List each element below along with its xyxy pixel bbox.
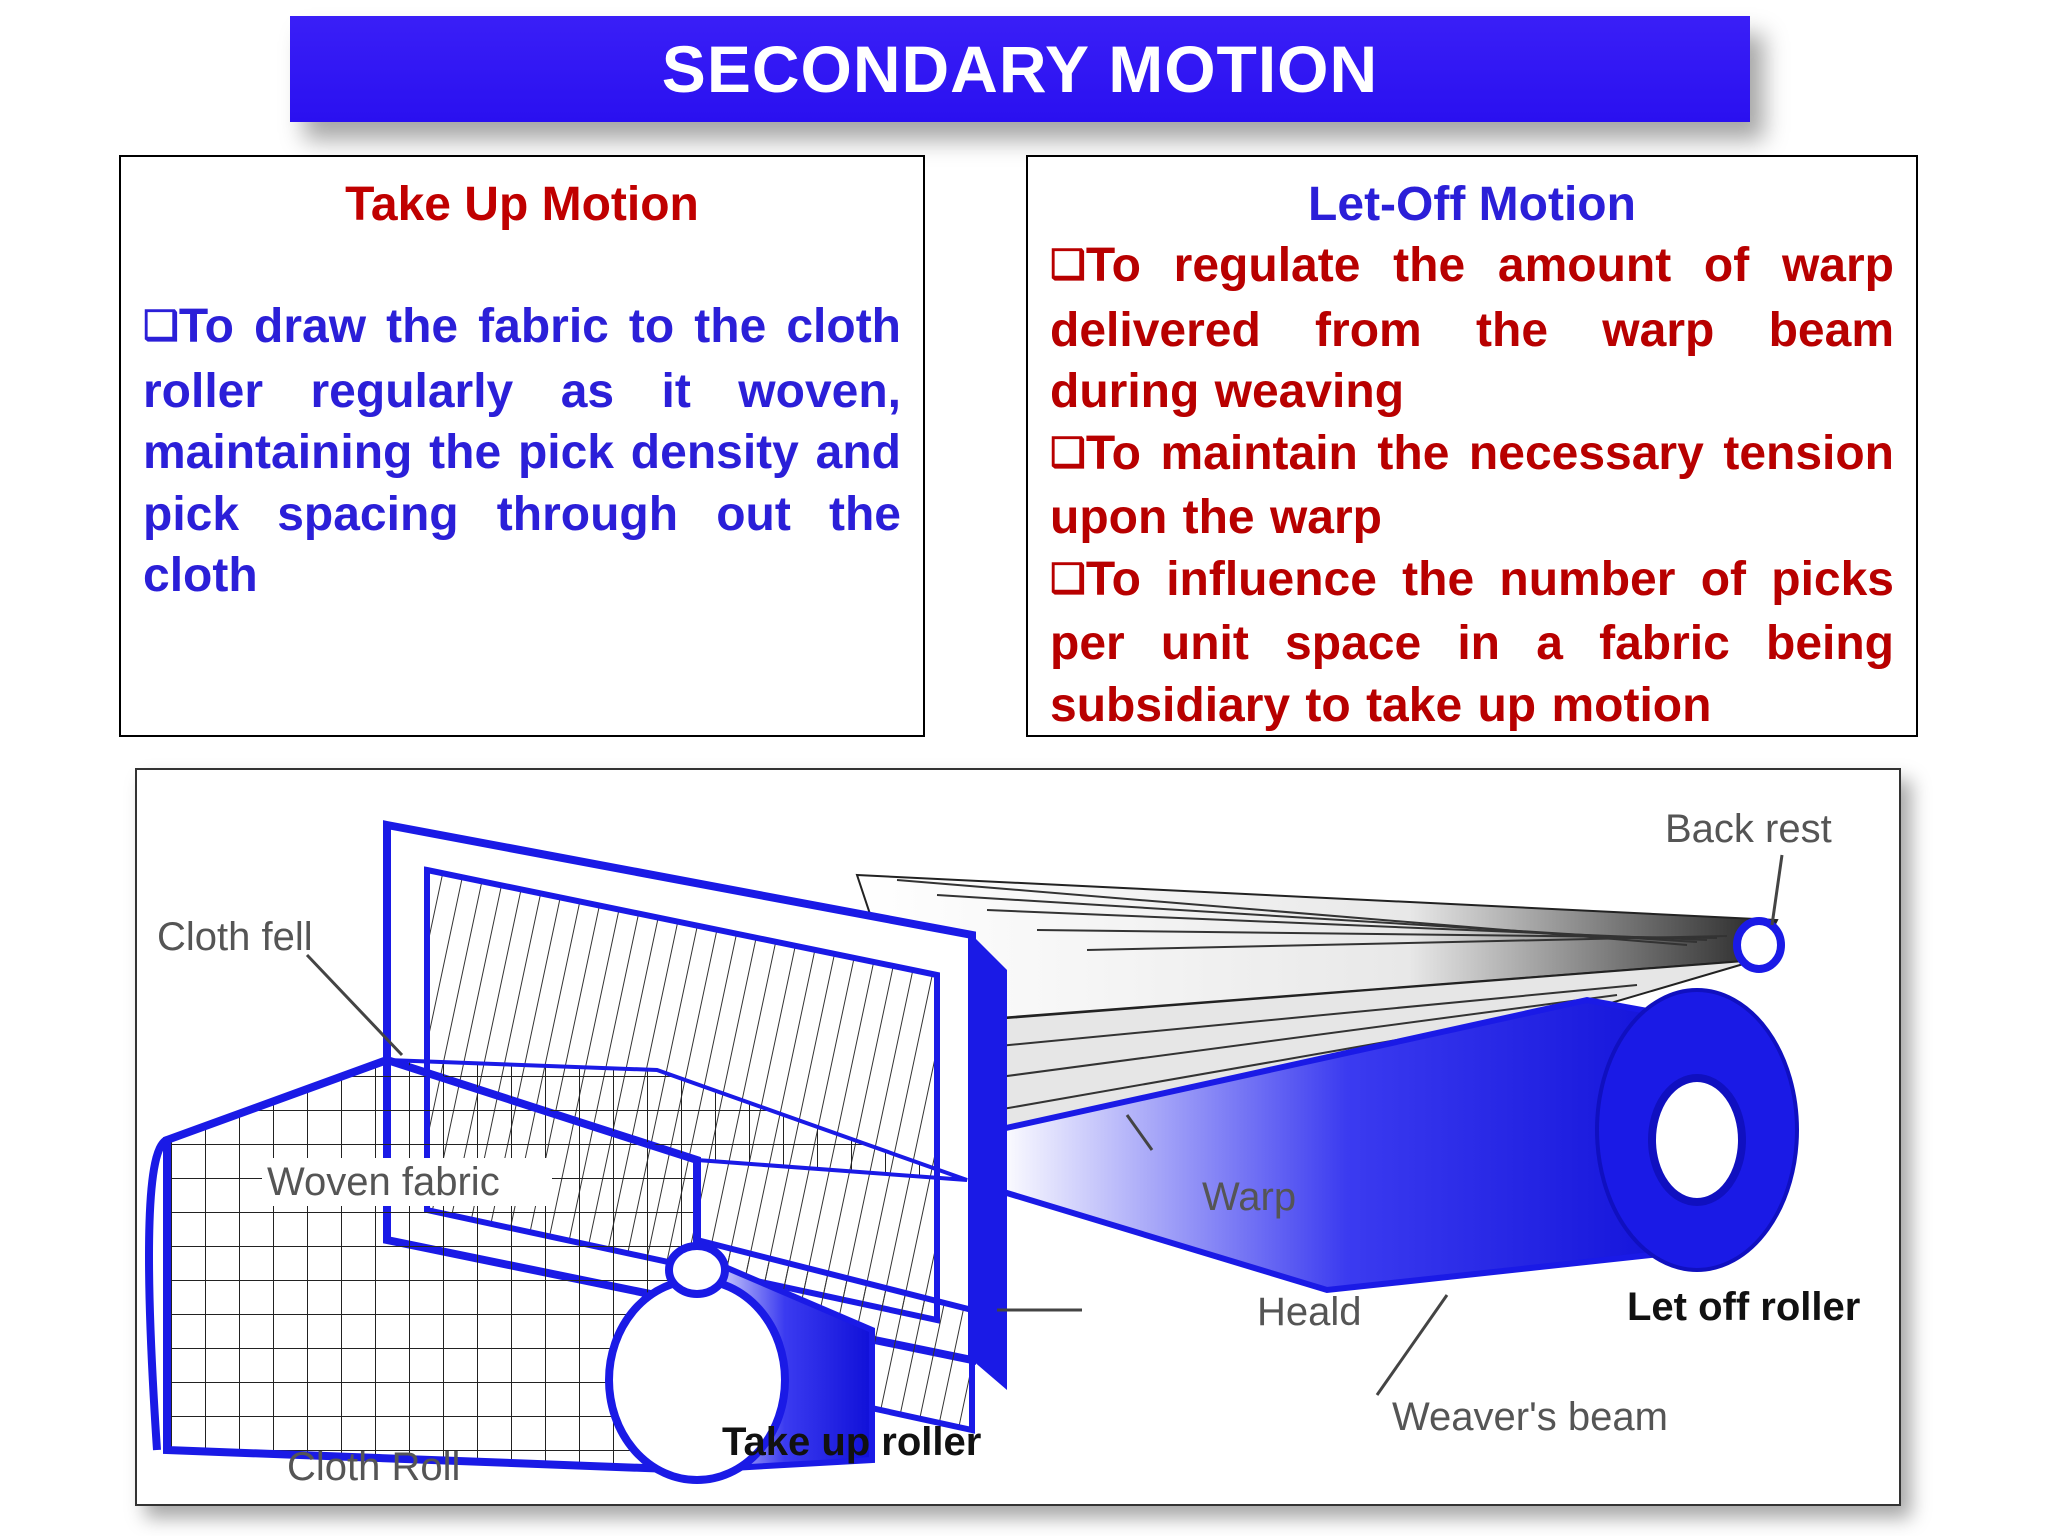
label-woven-fabric: Woven fabric (267, 1160, 500, 1204)
let-off-roller (994, 917, 1799, 1294)
let-off-heading: Let-Off Motion (1308, 178, 1636, 231)
take-up-motion-box: Take Up Motion ❑To draw the fabric to th… (119, 155, 925, 737)
let-off-motion-box: Let-Off Motion ❑To regulate the amount o… (1026, 155, 1918, 737)
label-cloth-roll: Cloth Roll (287, 1445, 460, 1489)
label-heald: Heald (1257, 1290, 1362, 1334)
label-cloth-fell: Cloth fell (157, 915, 313, 959)
loom-diagram: Back rest Cloth fell Woven fabric Warp H… (135, 768, 1901, 1506)
label-warp: Warp (1202, 1175, 1296, 1219)
checkbox-bullet-icon: ❑ (1050, 243, 1086, 287)
checkbox-bullet-icon: ❑ (1050, 430, 1086, 475)
title-banner: SECONDARY MOTION (290, 16, 1750, 122)
label-bg (262, 1158, 552, 1206)
let-off-point: ❑To regulate the amount of warp delivere… (1050, 235, 1894, 423)
checkbox-bullet-icon: ❑ (143, 304, 179, 348)
slide-title: SECONDARY MOTION (661, 32, 1379, 106)
take-up-heading: Take Up Motion (345, 178, 699, 231)
label-take-up-roller: Take up roller (722, 1420, 981, 1464)
label-leaders (305, 854, 1784, 1396)
take-up-point: ❑To draw the fabric to the cloth roller … (143, 296, 901, 607)
label-weavers-beam: Weaver's beam (1392, 1395, 1668, 1439)
checkbox-bullet-icon: ❑ (1050, 556, 1086, 601)
let-off-point: ❑To influence the number of picks per un… (1050, 549, 1894, 737)
label-let-off-roller: Let off roller (1627, 1285, 1860, 1329)
let-off-point: ❑To maintain the necessary tension upon … (1050, 423, 1894, 549)
loom-illustration: Back rest Cloth fell Woven fabric Warp H… (145, 807, 1860, 1489)
label-back-rest: Back rest (1665, 807, 1832, 851)
warp-sheet (855, 873, 1779, 1142)
